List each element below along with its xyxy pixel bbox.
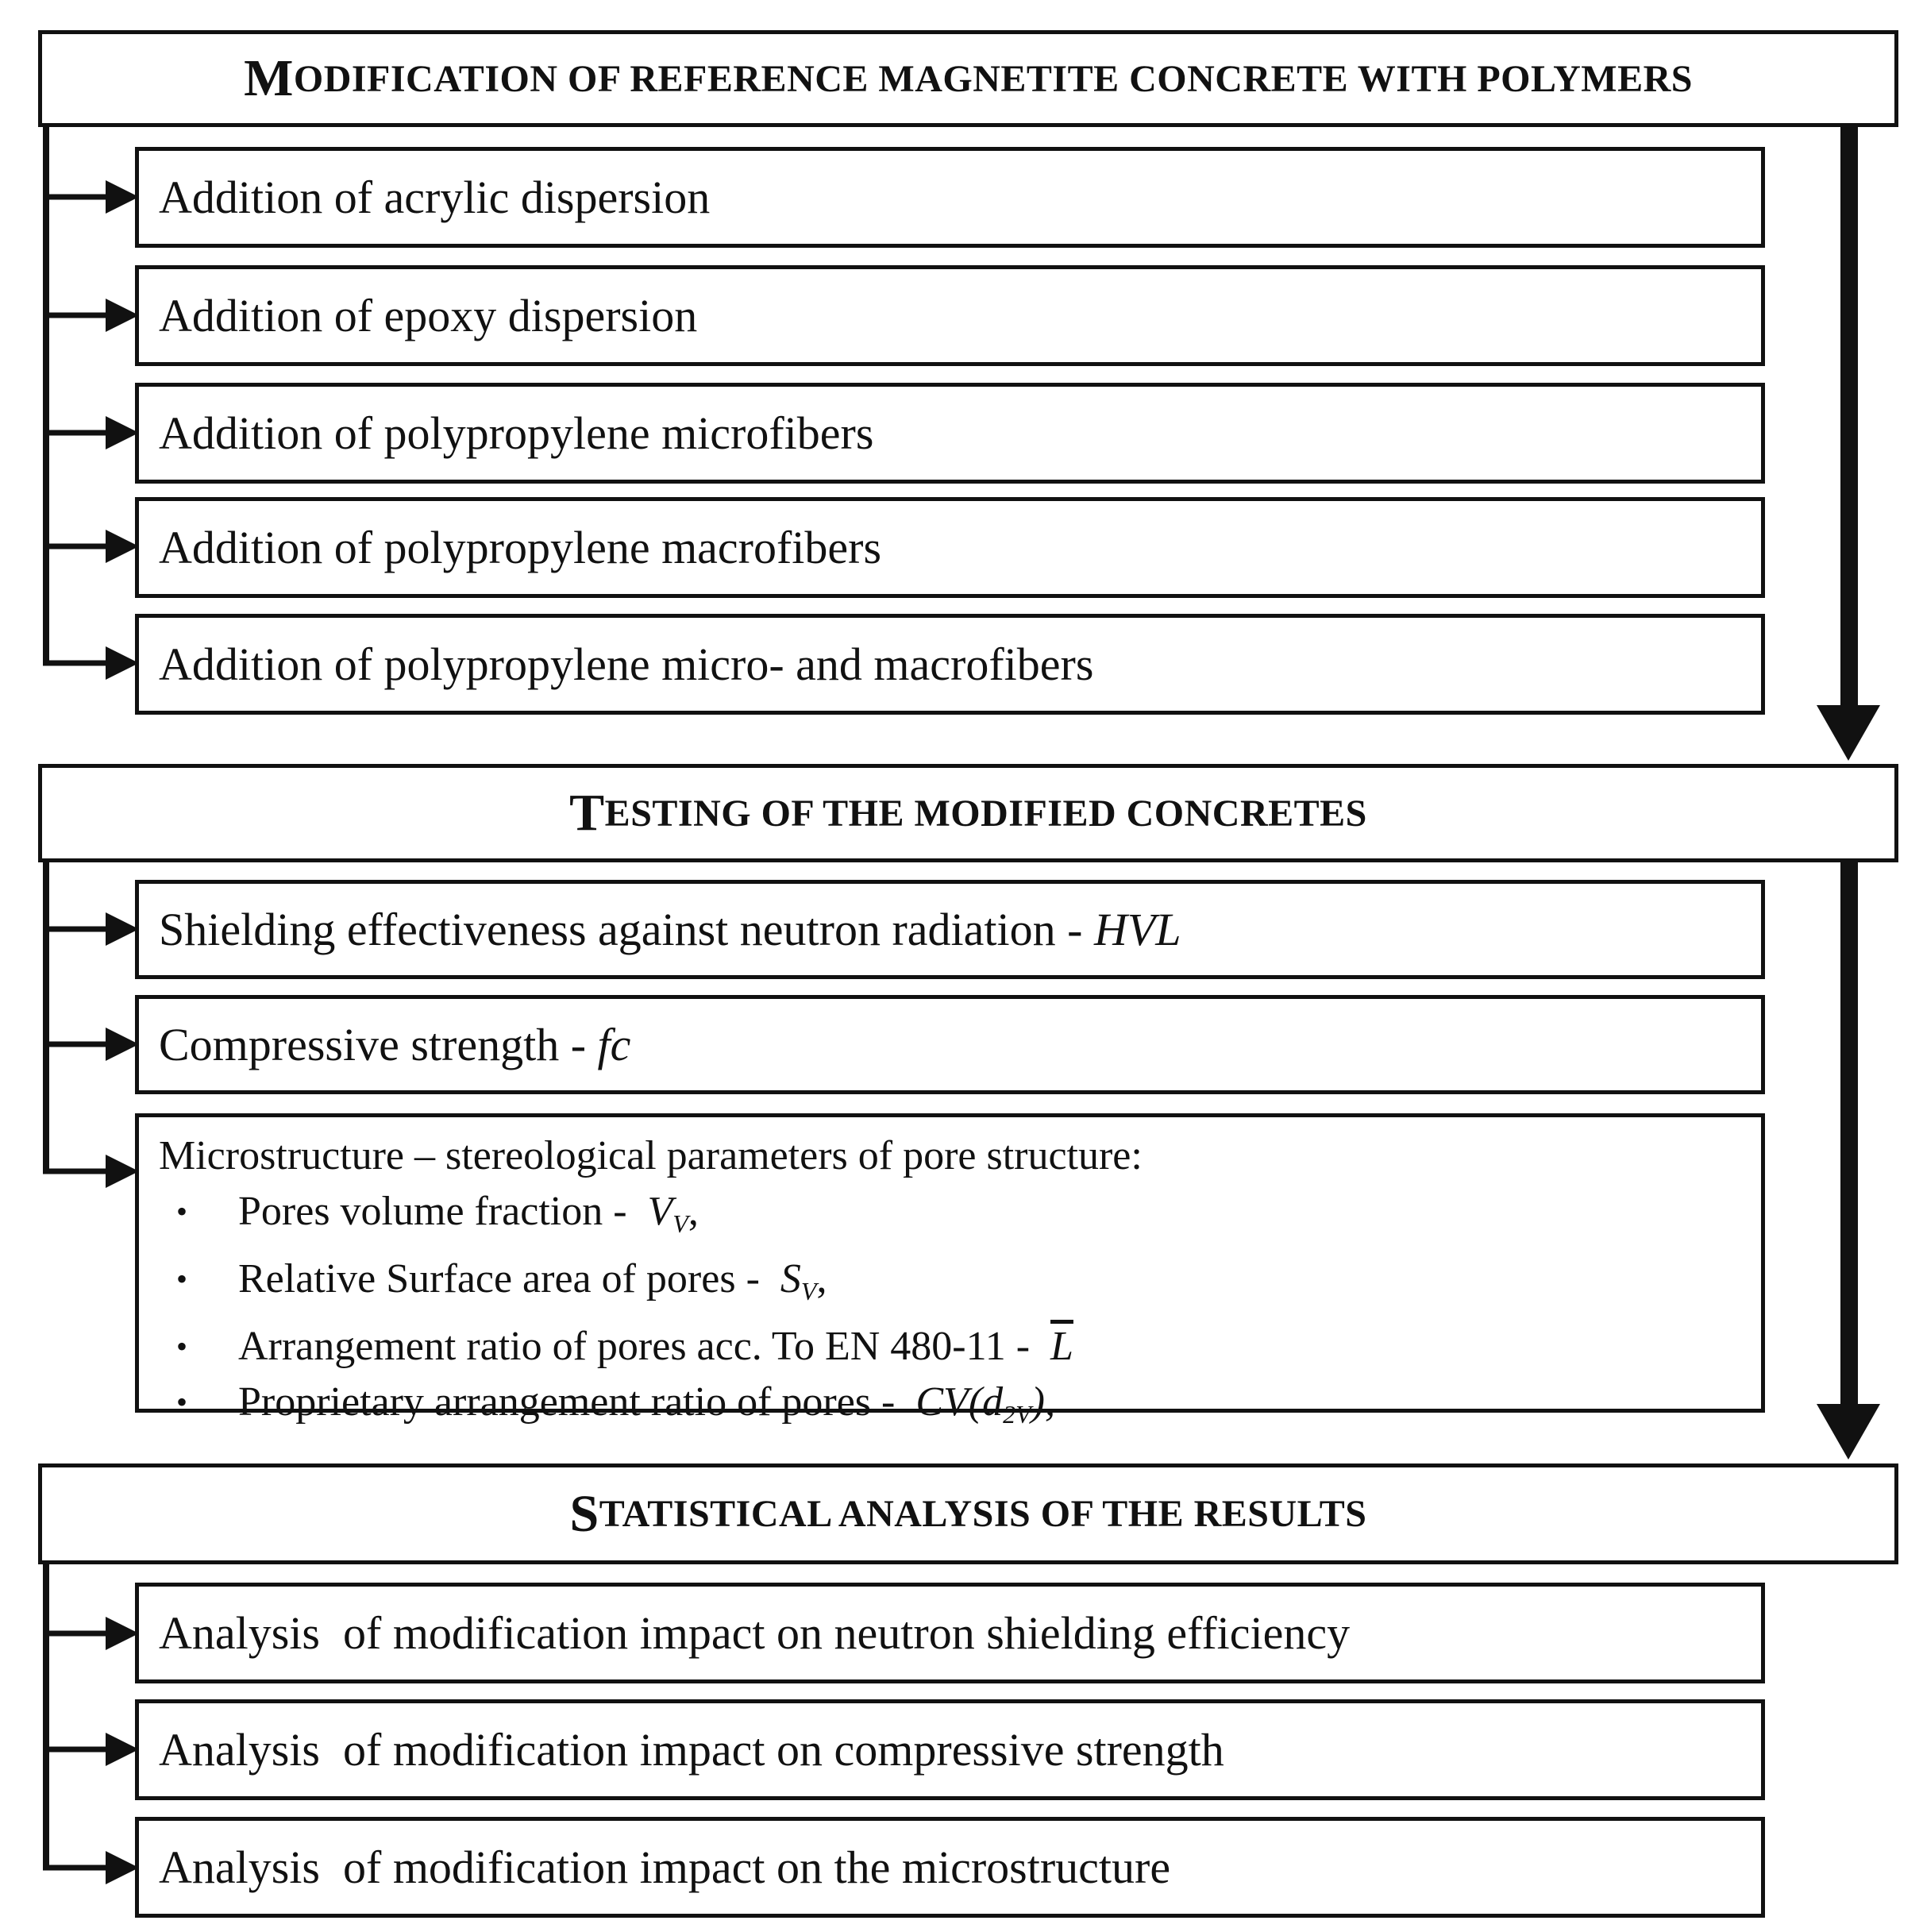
step-box: Addition of epoxy dispersion bbox=[135, 265, 1765, 366]
step-box: Analysis of modification impact on neutr… bbox=[135, 1583, 1765, 1683]
step-box: Analysis of modification impact on compr… bbox=[135, 1699, 1765, 1800]
flow-arrow-head-2 bbox=[1817, 1404, 1880, 1460]
section-2-header: Testing of the modified concretes bbox=[38, 764, 1898, 862]
flow-arrow-shaft-1 bbox=[1840, 125, 1858, 709]
step-box: Analysis of modification impact on the m… bbox=[135, 1817, 1765, 1918]
section-3-header: Statistical analysis of the results bbox=[38, 1463, 1898, 1564]
bullet-item: Proprietary arrangement ratio of pores -… bbox=[159, 1375, 1761, 1442]
section-1-header: Modification of reference magnetite conc… bbox=[38, 30, 1898, 127]
flow-arrow-shaft-2 bbox=[1840, 860, 1858, 1408]
microstructure-box: Microstructure – stereological parameter… bbox=[135, 1113, 1765, 1430]
step-box: Addition of polypropylene micro- and mac… bbox=[135, 614, 1765, 715]
bullet-item: Relative Surface area of pores - SV, bbox=[159, 1251, 1761, 1319]
step-box: Addition of polypropylene microfibers bbox=[135, 383, 1765, 484]
bullet-item: Pores volume fraction - VV, bbox=[159, 1184, 1761, 1251]
step-box: Shielding effectiveness against neutron … bbox=[135, 880, 1765, 979]
step-box: Addition of acrylic dispersion bbox=[135, 147, 1765, 248]
step-box: Compressive strength - fc bbox=[135, 995, 1765, 1094]
flow-arrow-head-1 bbox=[1817, 705, 1880, 761]
step-box: Addition of polypropylene macrofibers bbox=[135, 497, 1765, 598]
bullet-item: Arrangement ratio of pores acc. To EN 48… bbox=[159, 1319, 1761, 1375]
microstructure-heading: Microstructure – stereological parameter… bbox=[159, 1133, 1143, 1178]
